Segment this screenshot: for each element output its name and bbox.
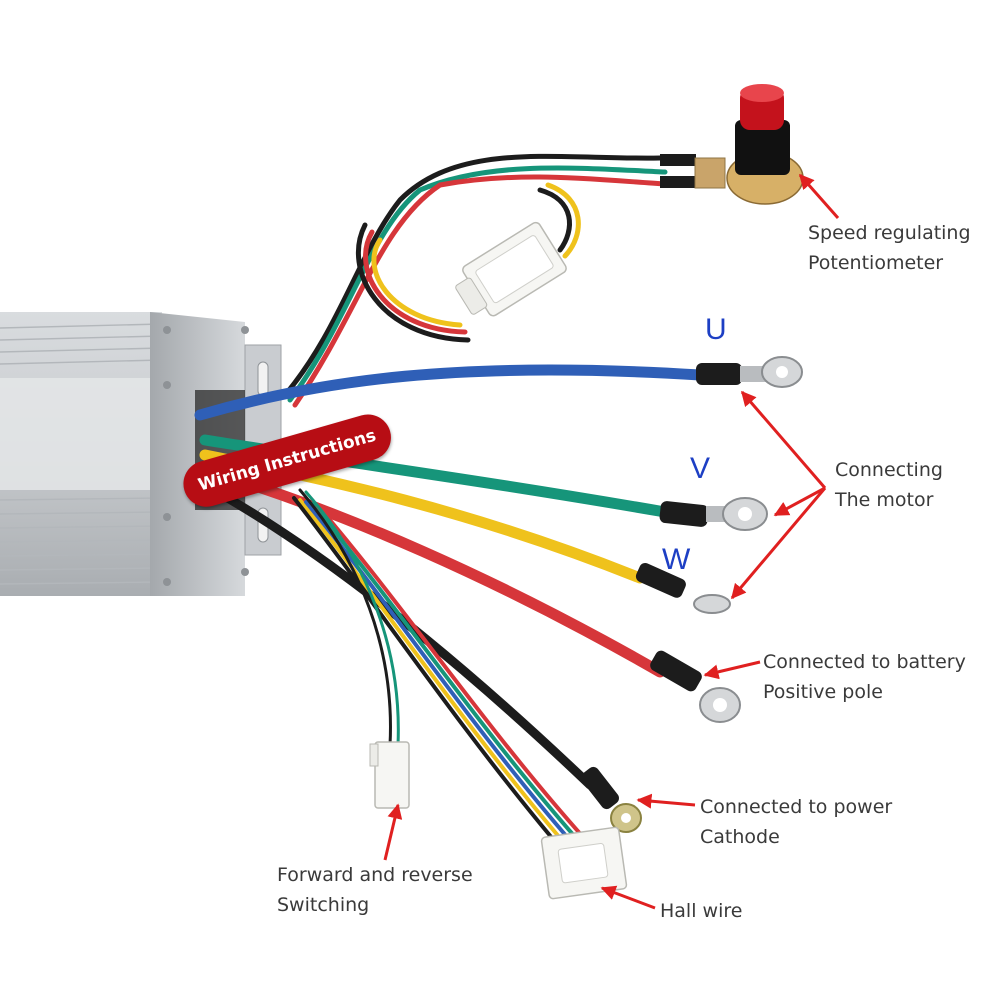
hall-label-line-1: Hall wire — [660, 900, 743, 922]
arrow-hall — [600, 885, 656, 910]
hall-connector — [540, 826, 628, 900]
arrow-u — [740, 390, 827, 489]
arrow-power — [636, 793, 696, 809]
arrow-battery — [703, 660, 761, 680]
forward-label: Forward and reverse Switching — [277, 860, 473, 920]
harness-connector — [455, 221, 567, 317]
phase-u-label: U — [705, 313, 727, 346]
power-label: Connected to power Cathode — [700, 792, 892, 852]
arrow-v — [773, 486, 826, 517]
phase-v-label: V — [690, 452, 711, 485]
speed-label: Speed regulating Potentiometer — [808, 218, 971, 278]
potentiometer — [660, 84, 804, 205]
terminal-lugs — [580, 356, 803, 833]
potentiometer-harness — [282, 153, 668, 408]
motor-label: Connecting The motor — [835, 455, 943, 515]
motor-label-line-1: Connecting — [835, 459, 943, 481]
forward-reverse-connector — [369, 741, 410, 809]
hall-harness — [292, 496, 586, 840]
battery-label: Connected to battery Positive pole — [763, 647, 966, 707]
label-plate — [0, 378, 150, 490]
speed-label-line-1: Speed regulating — [808, 222, 971, 244]
power-label-line-2: Cathode — [700, 826, 780, 848]
phase-w-label: W — [662, 543, 691, 576]
callout-arrows — [383, 173, 840, 910]
arrow-speed — [798, 173, 840, 219]
forward-label-line-2: Switching — [277, 894, 370, 916]
arrow-forward — [383, 803, 403, 861]
battery-label-line-1: Connected to battery — [763, 651, 966, 673]
forward-label-line-1: Forward and reverse — [277, 864, 473, 886]
hall-label: Hall wire — [660, 896, 742, 926]
speed-label-line-2: Potentiometer — [808, 252, 944, 274]
power-label-line-1: Connected to power — [700, 796, 893, 818]
battery-label-line-2: Positive pole — [763, 681, 883, 703]
forward-reverse-harness — [298, 488, 400, 747]
arrow-w — [730, 487, 827, 600]
motor-label-line-2: The motor — [835, 489, 934, 511]
